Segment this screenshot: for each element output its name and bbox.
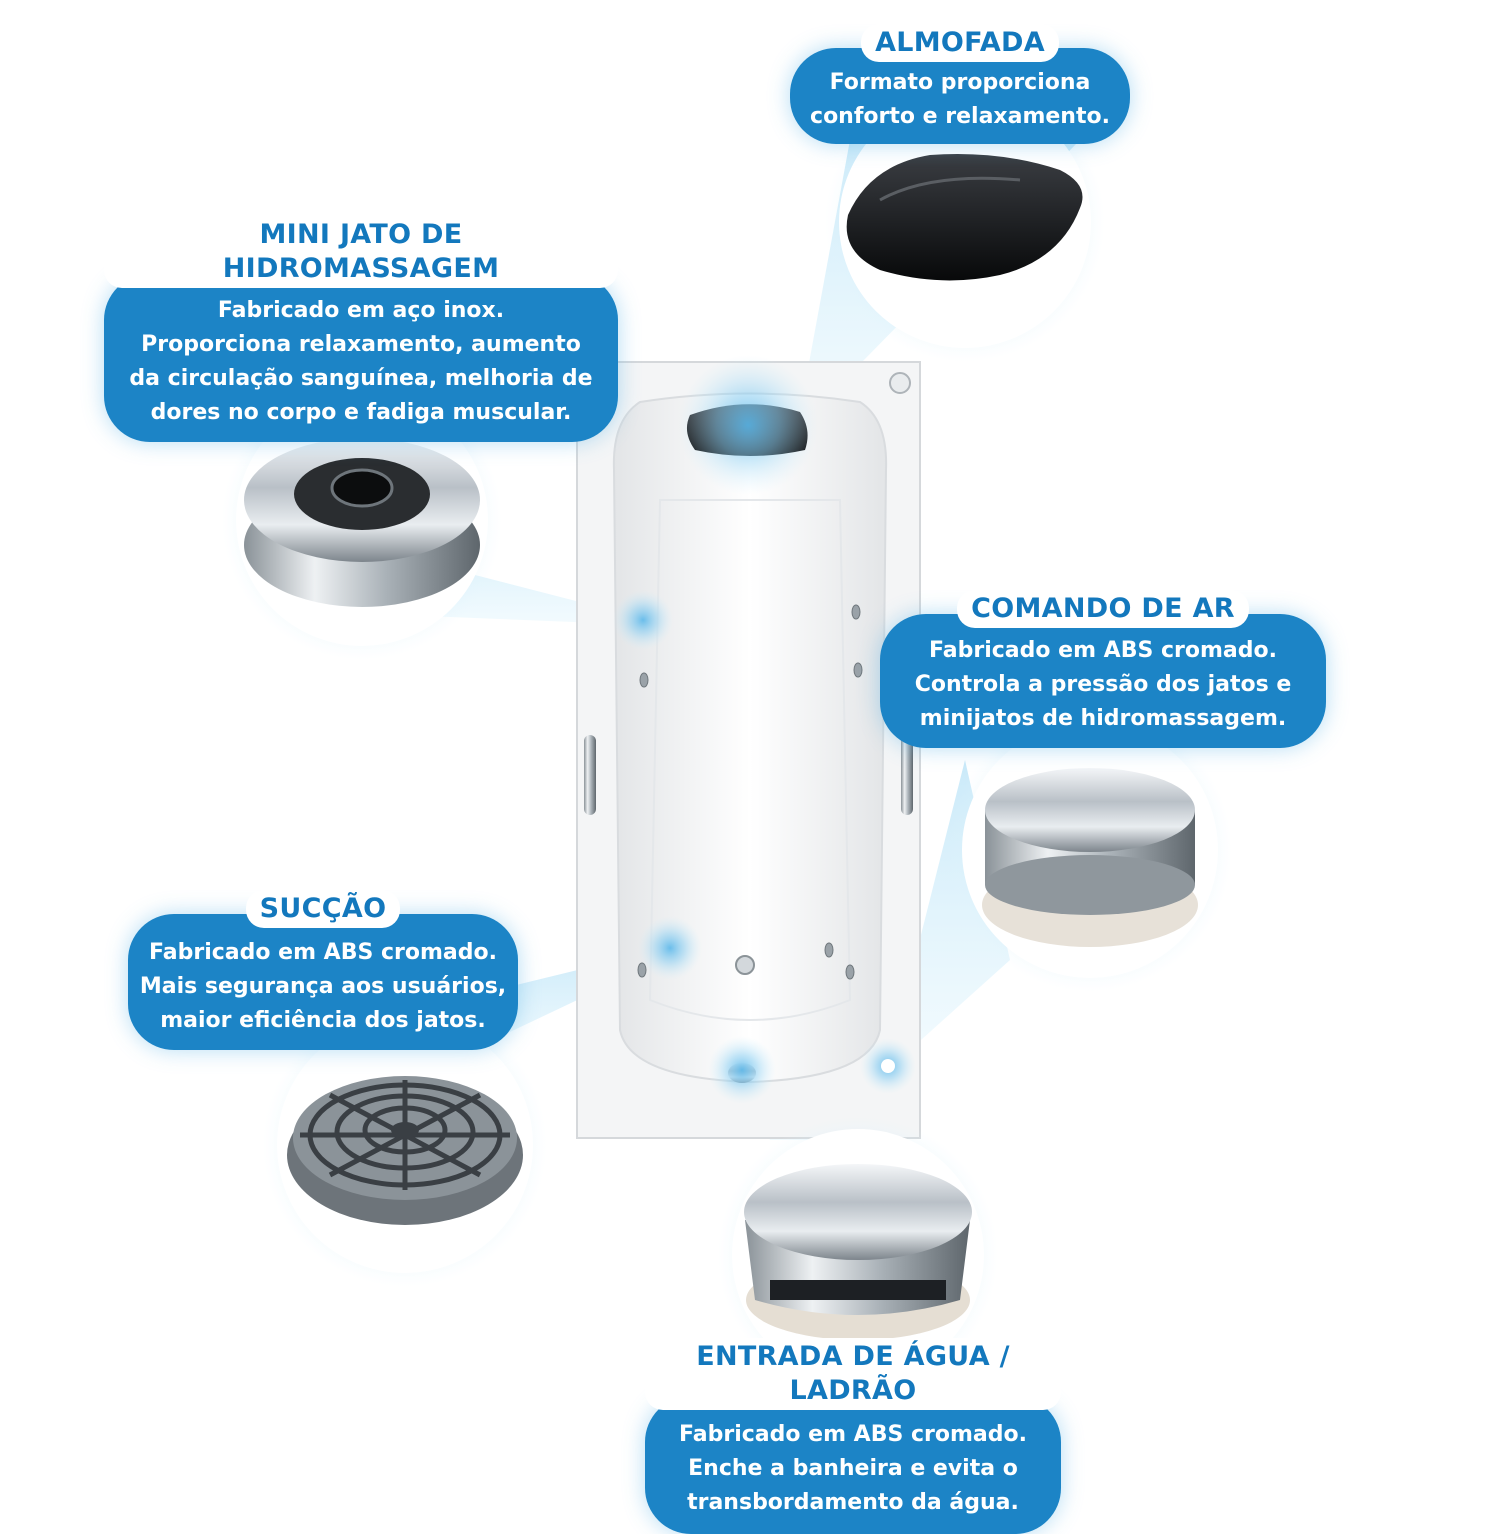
callout-line: conforto e relaxamento.: [810, 104, 1110, 129]
callout-title: MINI JATO DE HIDROMASSAGEM: [104, 216, 618, 288]
bathtub: [576, 361, 921, 1139]
hotspot-glows: [613, 355, 916, 1104]
callout-line: dores no corpo e fadiga muscular.: [150, 400, 572, 425]
callout-title: COMANDO DE AR: [957, 590, 1249, 628]
callout-comando-de-ar: COMANDO DE AR Fabricado em ABS cromado. …: [880, 590, 1326, 748]
callout-title: ALMOFADA: [861, 24, 1059, 62]
callout-bubble: Fabricado em ABS cromado. Controla a pre…: [880, 614, 1326, 748]
callout-line: Formato proporciona: [829, 70, 1091, 95]
callout-line: da circulação sanguínea, melhoria de: [129, 366, 593, 391]
callout-line: Mais segurança aos usuários,: [139, 974, 507, 999]
callout-line: Fabricado em ABS cromado.: [149, 940, 497, 965]
air-command-detail: [948, 708, 1232, 992]
callout-line: minijatos de hidromassagem.: [919, 706, 1287, 731]
callout-line: Proporciona relaxamento, aumento: [141, 332, 581, 357]
callout-line: Controla a pressão dos jatos e: [914, 672, 1292, 697]
callout-title: SUCÇÃO: [245, 890, 401, 928]
illustration: [222, 82, 1232, 1395]
callout-bubble: Fabricado em aço inox. Proporciona relax…: [104, 274, 618, 442]
callout-line: Enche a banheira e evita o: [688, 1456, 1018, 1481]
callout-line: Fabricado em ABS cromado.: [929, 638, 1277, 663]
infographic: ALMOFADA Formato proporciona conforto e …: [104, 24, 1326, 1534]
callout-succao: SUCÇÃO Fabricado em ABS cromado. Mais se…: [128, 890, 518, 1050]
callout-bubble: Fabricado em ABS cromado. Enche a banhei…: [645, 1396, 1061, 1534]
callout-title: ENTRADA DE ÁGUA / LADRÃO: [645, 1338, 1061, 1410]
callout-almofada: ALMOFADA Formato proporciona conforto e …: [790, 24, 1130, 144]
callout-line: Fabricado em aço inox.: [217, 298, 505, 323]
minijet-detail: [222, 380, 502, 660]
cushion-detail: [825, 82, 1105, 362]
callout-bubble: Fabricado em ABS cromado. Mais segurança…: [128, 914, 518, 1050]
callout-entrada-de-agua: ENTRADA DE ÁGUA / LADRÃO Fabricado em AB…: [645, 1338, 1061, 1534]
suction-detail: [263, 1003, 547, 1287]
callout-line: maior eficiência dos jatos.: [160, 1008, 486, 1033]
callout-bubble: Formato proporciona conforto e relaxamen…: [790, 48, 1130, 144]
water-inlet-detail: [718, 1115, 998, 1395]
callout-mini-jato: MINI JATO DE HIDROMASSAGEM Fabricado em …: [104, 216, 618, 442]
callout-line: transbordamento da água.: [687, 1490, 1019, 1515]
callout-line: Fabricado em ABS cromado.: [679, 1422, 1027, 1447]
